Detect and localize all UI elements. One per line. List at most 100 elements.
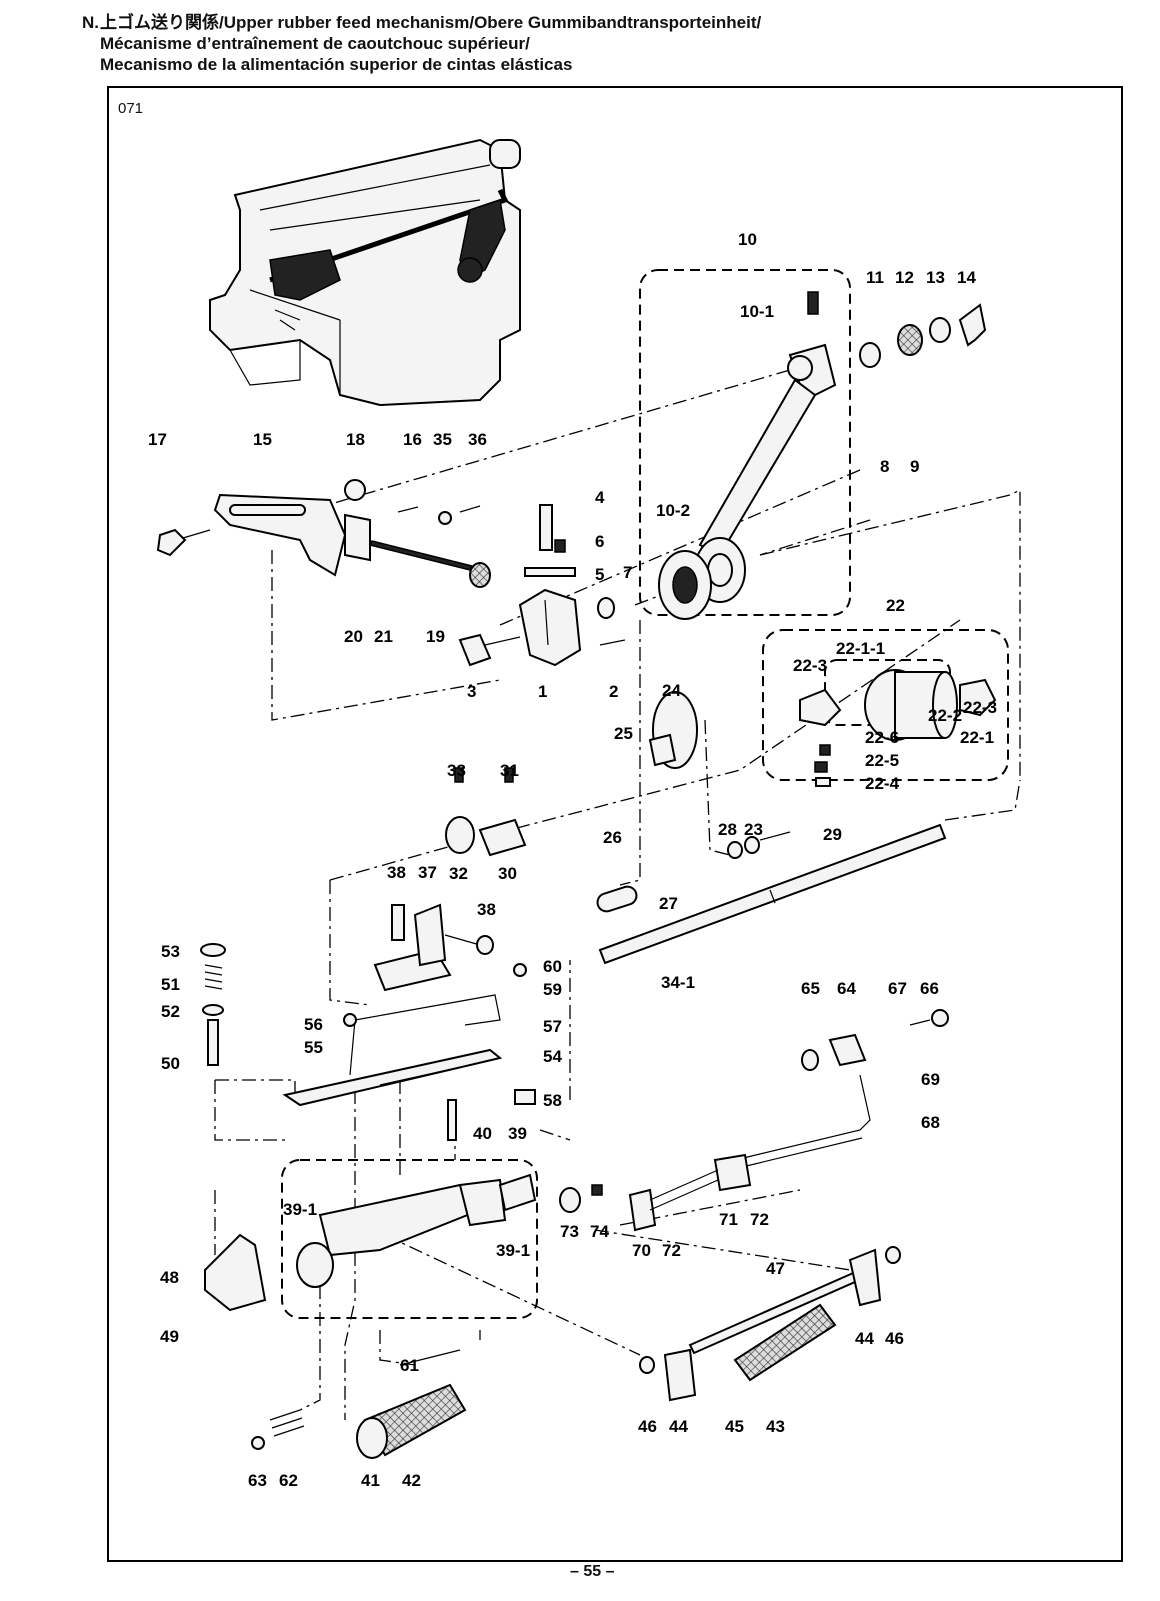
part-label: 2: [609, 682, 618, 701]
part-label: 42: [402, 1471, 421, 1490]
part-label: 26: [603, 828, 622, 847]
part-label: 44: [669, 1417, 688, 1436]
part-label: 22-1: [960, 728, 994, 747]
part-label: 38: [387, 863, 406, 882]
part-label: 22-1-1: [836, 639, 885, 658]
part-label: 7: [623, 563, 632, 582]
part-label: 39: [508, 1124, 527, 1143]
part-label: 15: [253, 430, 272, 449]
part-label: 55: [304, 1038, 323, 1057]
part-label: 24: [662, 681, 681, 700]
part-label: 61: [400, 1356, 419, 1375]
part-label: 25: [614, 724, 633, 743]
part-label: 53: [161, 942, 180, 961]
part-label: 64: [837, 979, 856, 998]
part-label: 22-3: [793, 656, 827, 675]
part-label: 39-1: [283, 1200, 317, 1219]
part-label: 62: [279, 1471, 298, 1490]
part-label: 10-2: [656, 501, 690, 520]
part-label: 30: [498, 864, 517, 883]
group-box-22: [762, 629, 1009, 781]
part-label: 67: [888, 979, 907, 998]
part-label: 32: [449, 864, 468, 883]
figure-number: 071: [118, 100, 144, 117]
part-label: 13: [926, 268, 945, 287]
part-label: 68: [921, 1113, 940, 1132]
part-label: 65: [801, 979, 820, 998]
part-label: 6: [595, 532, 604, 551]
part-label: 10-1: [740, 302, 774, 321]
part-label: 69: [921, 1070, 940, 1089]
page-number: – 55 –: [570, 1563, 615, 1580]
part-label: 17: [148, 430, 167, 449]
part-label: 31: [500, 761, 519, 780]
part-label: 71: [719, 1210, 738, 1229]
part-label: 37: [418, 863, 437, 882]
title-line-3: Mecanismo de la alimentación superior de…: [100, 55, 573, 74]
part-label: 39-1: [496, 1241, 530, 1260]
part-label: 40: [473, 1124, 492, 1143]
part-label: 46: [885, 1329, 904, 1348]
diagram-frame: [107, 86, 1123, 1562]
section-letter: N.: [82, 13, 99, 32]
part-label: 48: [160, 1268, 179, 1287]
part-label: 51: [161, 975, 180, 994]
part-label: 38: [477, 900, 496, 919]
part-label: 74: [590, 1222, 609, 1241]
part-label: 12: [895, 268, 914, 287]
part-label: 3: [467, 682, 476, 701]
part-label: 60: [543, 957, 562, 976]
part-label: 47: [766, 1259, 785, 1278]
part-label: 46: [638, 1417, 657, 1436]
part-label: 34-1: [661, 973, 695, 992]
part-label: 22-4: [865, 774, 900, 793]
part-label: 41: [361, 1471, 380, 1490]
part-label: 22: [886, 596, 905, 615]
part-label: 73: [560, 1222, 579, 1241]
part-label: 50: [161, 1054, 180, 1073]
part-label: 10: [738, 230, 757, 249]
part-label: 4: [595, 488, 605, 507]
part-label: 1: [538, 682, 547, 701]
part-label: 72: [662, 1241, 681, 1260]
part-label: 52: [161, 1002, 180, 1021]
part-label: 49: [160, 1327, 179, 1346]
group-box-39: [281, 1159, 538, 1319]
part-label: 58: [543, 1091, 562, 1110]
part-label: 70: [632, 1241, 651, 1260]
part-label: 8: [880, 457, 889, 476]
part-label: 35: [433, 430, 452, 449]
part-label: 21: [374, 627, 393, 646]
group-box-10: [639, 269, 851, 616]
part-label: 27: [659, 894, 678, 913]
part-label: 22-5: [865, 751, 899, 770]
part-label: 19: [426, 627, 445, 646]
part-label: 43: [766, 1417, 785, 1436]
part-label: 28: [718, 820, 737, 839]
part-label: 44: [855, 1329, 874, 1348]
part-label: 33: [447, 761, 466, 780]
part-label: 57: [543, 1017, 562, 1036]
part-label: 36: [468, 430, 487, 449]
part-label: 11: [866, 268, 884, 287]
part-label: 72: [750, 1210, 769, 1229]
part-label: 29: [823, 825, 842, 844]
part-label: 66: [920, 979, 939, 998]
part-label: 20: [344, 627, 363, 646]
part-label: 54: [543, 1047, 562, 1066]
title-line-2: Mécanisme d’entraînement de caoutchouc s…: [100, 34, 530, 53]
part-label: 22-2: [928, 706, 962, 725]
title-line-1: 上ゴム送り関係/Upper rubber feed mechanism/Ober…: [100, 13, 762, 32]
part-label: 16: [403, 430, 422, 449]
part-label: 23: [744, 820, 763, 839]
section-title: N. 上ゴム送り関係/Upper rubber feed mechanism/O…: [82, 12, 762, 75]
part-label: 22-6: [865, 728, 899, 747]
part-label: 9: [910, 457, 919, 476]
part-shapes: [156, 291, 997, 1459]
machine-overview: [209, 138, 521, 407]
part-label: 5: [595, 565, 604, 584]
part-label: 18: [346, 430, 365, 449]
part-label: 59: [543, 980, 562, 999]
